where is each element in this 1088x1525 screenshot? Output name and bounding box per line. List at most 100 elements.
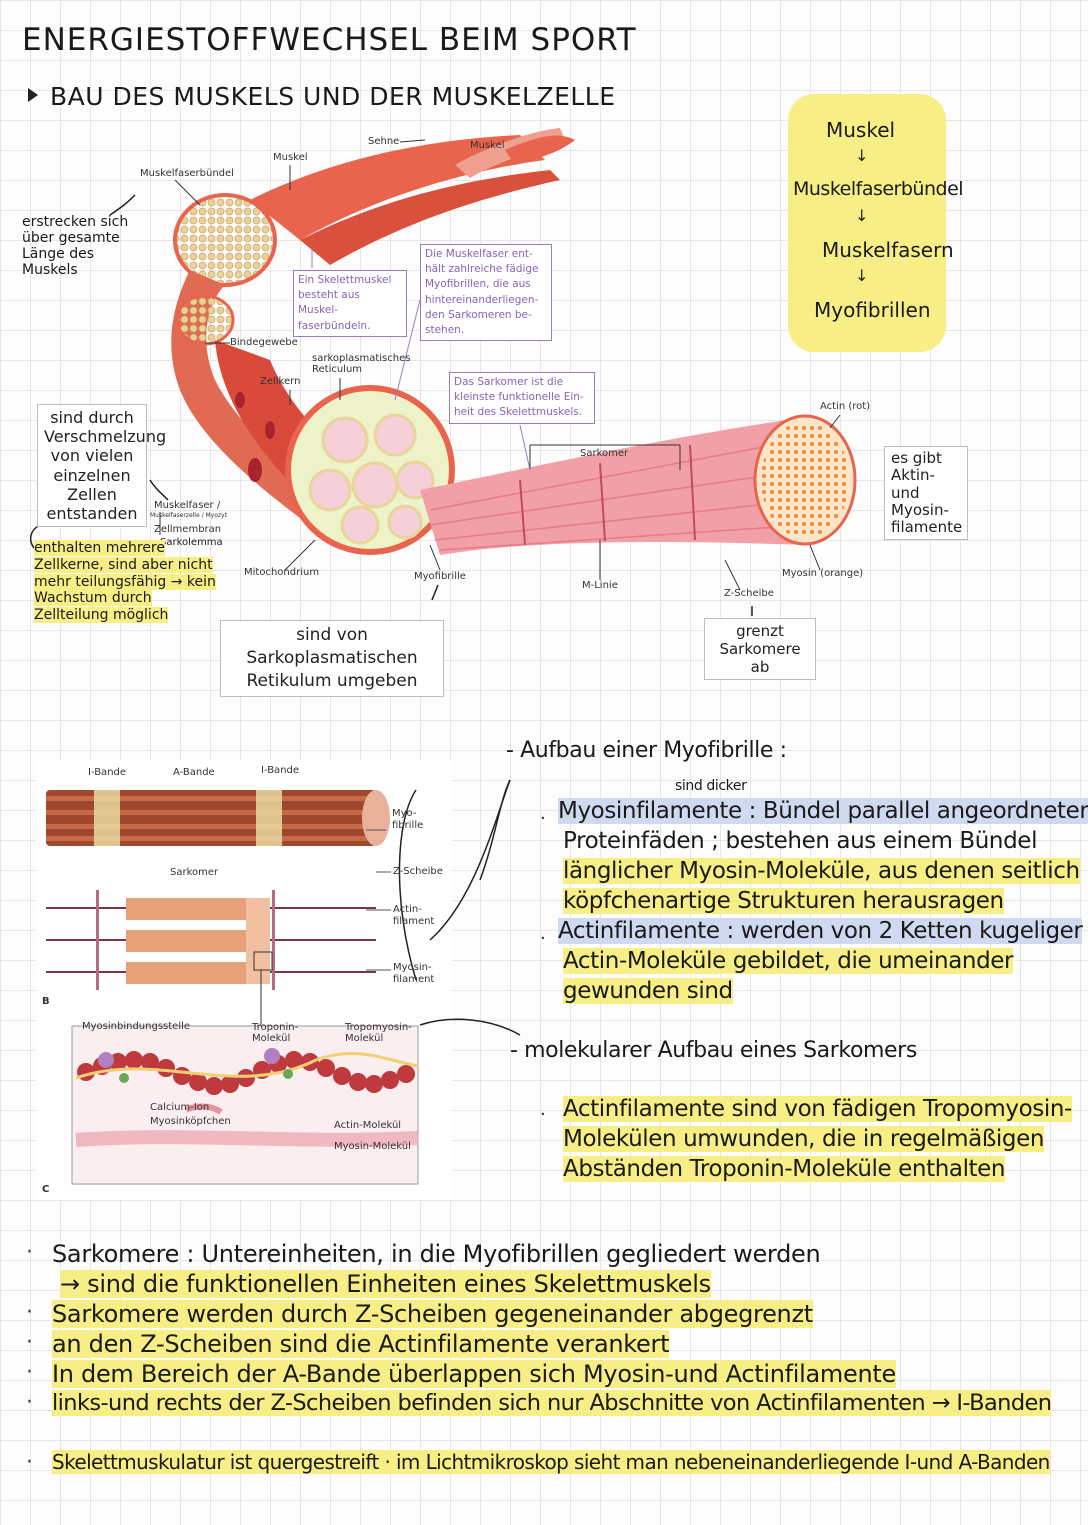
label-muskelfaserbuendel: Muskelfaserbündel <box>140 168 234 179</box>
myofibrille-line-3-text: länglicher Myosin-Moleküle, aus denen se… <box>563 858 1080 884</box>
label-myofibrille: Myofibrille <box>414 571 466 582</box>
label-muskelfaser: Muskelfaser / <box>154 500 221 511</box>
note-enthalten: enthalten mehrere Zellkerne, sind aber n… <box>34 540 224 624</box>
hierarchy-fasern: Muskelfasern <box>822 238 954 262</box>
label-myosin-molekuel: Myosin-Molekül <box>334 1141 411 1152</box>
label-sarkomer: Sarkomer <box>580 448 629 459</box>
section-bullet-icon <box>28 88 38 102</box>
note-dicker: sind dicker <box>675 778 747 794</box>
label-c: C <box>42 1184 50 1195</box>
bottom-line-3: Sarkomere werden durch Z-Scheiben gegene… <box>52 1300 813 1328</box>
sarkomer-heading: - molekularer Aufbau eines Sarkomers <box>510 1038 917 1063</box>
label-i-bande-2: I-Bande <box>261 765 300 776</box>
label-m-linie: M-Linie <box>582 580 618 591</box>
note-erstrecken: erstrecken sich über gesamte Länge des M… <box>22 214 129 279</box>
label-bindungsstelle: Myosinbindungsstelle <box>82 1021 191 1032</box>
myofibrille-line-2: Proteinfäden ; bestehen aus einem Bündel <box>563 828 1038 854</box>
myofibrille-line-5-text: Actinfilamente : werden von 2 Ketten kug… <box>558 918 1083 944</box>
bullet-dot: · <box>26 1390 33 1415</box>
label-bindegewebe: Bindegewebe <box>230 337 298 348</box>
bullet-dot: · <box>540 1104 546 1125</box>
sarcomere-diagram <box>46 789 419 1185</box>
label-a-bande: A-Bande <box>173 767 215 778</box>
bottom-line-6: links-und rechts der Z-Scheiben befinden… <box>52 1390 1052 1416</box>
label-tropomyosin: Tropomyosin-Molekül <box>345 1022 412 1044</box>
page-title: ENERGIESTOFFWECHSEL BEIM SPORT <box>22 22 637 58</box>
bottom-line-7-text: Skelettmuskulatur ist quergestreift · im… <box>52 1450 1050 1474</box>
bottom-line-6-text: links-und rechts der Z-Scheiben befinden… <box>52 1390 1052 1416</box>
info-box-muskelfaser: Die Muskelfaser ent­hält zahlreiche fädi… <box>420 244 552 342</box>
label-z-scheibe: Z-Scheibe <box>724 588 774 599</box>
myofibrille-line-6: Actin-Moleküle gebildet, die umeinander <box>563 948 1014 974</box>
note-verschmelzung: sind durch Verschmelzung von vielen einz… <box>37 404 166 528</box>
label-zellkern: Zellkern <box>260 376 301 387</box>
sarkomer-line-3: Abständen Troponin-Moleküle enthalten <box>563 1156 1006 1182</box>
muscle-structure-illustration <box>29 128 857 616</box>
myofibrille-line-4: köpfchenartige Strukturen herausragen <box>563 888 1004 914</box>
bullet-dot: · <box>540 928 546 949</box>
sarkomer-line-2-text: Molekülen umwunden, die in regelmäßigen <box>563 1126 1045 1152</box>
label-myosinkoepfchen: Myosinköpfchen <box>150 1116 231 1127</box>
myofibrille-line-7-text: gewunden sind <box>563 978 733 1004</box>
note-aktin-myosin: es gibt Aktin-und Myosin-filamente <box>884 446 968 541</box>
myofibrille-line-4-text: köpfchenartige Strukturen herausragen <box>563 888 1004 914</box>
bottom-line-5: In dem Bereich der A-Bande überlappen si… <box>52 1360 896 1388</box>
myofibrille-line-1: Myosinfilamente : Bündel parallel angeor… <box>558 798 1088 824</box>
note-grenzt: grenzt Sarkomere ab <box>704 618 816 680</box>
bottom-line-4: an den Z-Scheiben sind die Actinfilament… <box>52 1330 670 1358</box>
note-enthalten-text: enthalten mehrere Zellkerne, sind aber n… <box>34 540 216 624</box>
sarkomer-line-1-text: Actinfilamente sind von fädigen Tropomyo… <box>563 1096 1072 1122</box>
hierarchy-myofibrillen: Myofibrillen <box>814 298 931 322</box>
connector-lines <box>419 779 521 1036</box>
label-sarkomer-2: Sarkomer <box>170 867 219 878</box>
sarkomer-line-3-text: Abständen Troponin-Moleküle enthalten <box>563 1156 1006 1182</box>
label-myosin: Myosin (orange) <box>782 568 864 579</box>
hierarchy-muskel: Muskel <box>826 118 896 142</box>
label-actin-molekuel: Actin-Molekül <box>334 1120 402 1131</box>
bullet-dot: · <box>26 1300 33 1325</box>
bullet-dot: · <box>26 1240 33 1265</box>
label-actin: Actin (rot) <box>820 401 871 412</box>
label-muskel-2: Muskel <box>470 140 505 151</box>
hierarchy-box <box>788 94 946 352</box>
bottom-line-2: → sind die funktionellen Einheiten eines… <box>60 1270 711 1298</box>
section-heading: BAU DES MUSKELS UND DER MUSKELZELLE <box>50 82 616 111</box>
bottom-line-3-text: Sarkomere werden durch Z-Scheiben gegene… <box>52 1300 813 1328</box>
label-b: B <box>42 996 50 1007</box>
bullet-dot: · <box>540 808 546 829</box>
hierarchy-faserbuendel: Muskelfaserbündel <box>793 178 964 200</box>
label-troponin: Troponin-Molekül <box>252 1022 299 1044</box>
label-sarko-reticulum: sarkoplasmatisches Reticulum <box>312 353 411 375</box>
label-muskel-1: Muskel <box>273 152 308 163</box>
sarkomer-line-1: Actinfilamente sind von fädigen Tropomyo… <box>563 1096 1072 1122</box>
label-i-bande-1: I-Bande <box>88 767 127 778</box>
myofibrille-heading: - Aufbau einer Myofibrille : <box>506 738 787 763</box>
info-box-sarkomer: Das Sarkomer ist die kleinste funktionel… <box>449 372 595 424</box>
label-mitochondrium: Mitochondrium <box>244 567 320 578</box>
bottom-line-5-text: In dem Bereich der A-Bande überlappen si… <box>52 1360 896 1388</box>
myofibrille-line-6-text: Actin-Moleküle gebildet, die umeinander <box>563 948 1014 974</box>
bottom-line-1: Sarkomere : Untereinheiten, in die Myofi… <box>52 1240 821 1268</box>
bullet-dot: · <box>26 1330 33 1355</box>
myofibrille-line-7: gewunden sind <box>563 978 733 1004</box>
bullet-dot: · <box>26 1360 33 1385</box>
note-retikulum: sind von Sarkoplasmatischen Retikulum um… <box>220 620 444 697</box>
arrow-down-icon: ↓ <box>855 146 869 165</box>
label-calcium: Calcium-Ion <box>150 1102 210 1113</box>
label-z-scheibe-2: Z-Scheibe <box>393 866 443 877</box>
bottom-line-7: Skelettmuskulatur ist quergestreift · im… <box>52 1450 1050 1474</box>
label-sehne: Sehne <box>368 136 400 147</box>
info-box-skelettmuskel: Ein Skelettmuskel besteht aus Muskel­fas… <box>293 270 407 337</box>
label-zellmembran: Zellmembran <box>154 524 222 535</box>
sarkomer-line-2: Molekülen umwunden, die in regelmäßigen <box>563 1126 1044 1152</box>
note-sarkolemma: Sarkolemma <box>160 537 223 548</box>
bottom-line-2-text: → sind die funktionellen Einheiten eines… <box>60 1270 711 1298</box>
label-muskelfaser-sub: Muskelfaserzelle / Myozyt <box>150 512 227 519</box>
label-myosinfilament: Myosin-filament <box>393 962 435 985</box>
bullet-dot: · <box>26 1450 33 1475</box>
arrow-down-icon: ↓ <box>855 266 869 285</box>
label-myo-fibrille: Myo-fibrille <box>392 808 424 831</box>
myofibrille-line-5: Actinfilamente : werden von 2 Ketten kug… <box>558 918 1083 944</box>
bottom-line-4-text: an den Z-Scheiben sind die Actinfilament… <box>52 1330 670 1358</box>
label-actinfilament: Actin-filament <box>393 904 435 927</box>
